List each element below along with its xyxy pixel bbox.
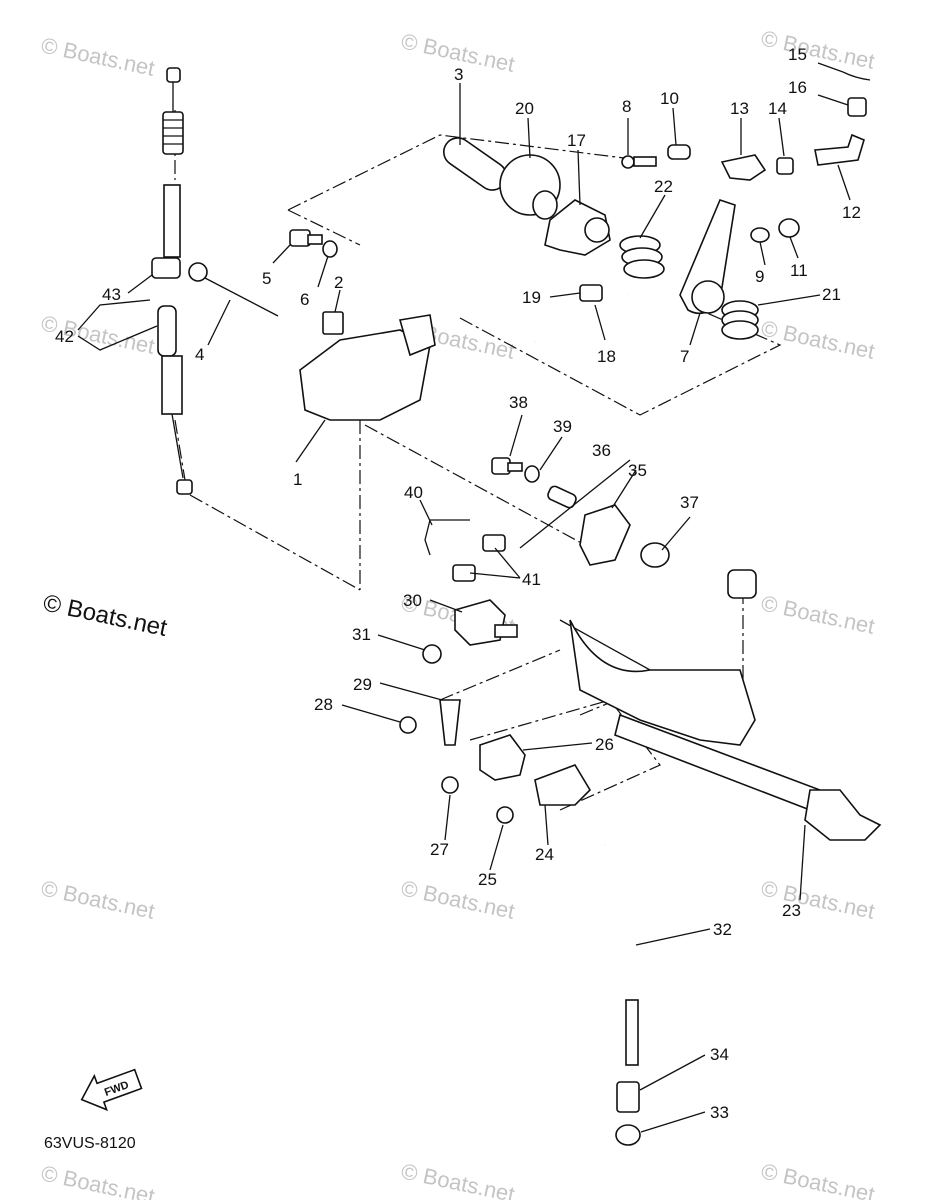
callout-29: 29 [353, 675, 372, 694]
callout-21: 21 [822, 285, 841, 304]
callout-27: 27 [430, 840, 449, 859]
callout-14: 14 [768, 99, 787, 118]
callout-10: 10 [660, 89, 679, 108]
callout-37: 37 [680, 493, 699, 512]
watermark-main: © Boats.net [41, 589, 170, 642]
callout-25: 25 [478, 870, 497, 889]
part-shapes [188, 71, 882, 1146]
callout-35: 35 [628, 461, 647, 480]
watermark-tile: © Boats.net [759, 25, 877, 73]
callout-16: 16 [788, 78, 807, 97]
callout-39: 39 [553, 417, 572, 436]
callout-32: 32 [713, 920, 732, 939]
callout-15: 15 [788, 45, 807, 64]
callout-13: 13 [730, 99, 749, 118]
callout-7: 7 [680, 347, 689, 366]
callout-19: 19 [522, 288, 541, 307]
watermark-tile: © Boats.net [39, 1160, 157, 1200]
callout-38: 38 [509, 393, 528, 412]
callout-18: 18 [597, 347, 616, 366]
callout-1: 1 [293, 470, 302, 489]
callout-24: 24 [535, 845, 554, 864]
callout-28: 28 [314, 695, 333, 714]
callout-20: 20 [515, 99, 534, 118]
callout-9: 9 [755, 267, 764, 286]
leader-lines [77, 62, 851, 1133]
callout-11: 11 [790, 261, 808, 280]
callout-26: 26 [595, 735, 614, 754]
callout-42: 42 [55, 327, 74, 346]
callout-4: 4 [195, 345, 204, 364]
watermark-tile: © Boats.net [39, 875, 157, 923]
callout-40: 40 [404, 483, 423, 502]
callout-22: 22 [654, 177, 673, 196]
callout-33: 33 [710, 1103, 729, 1122]
watermark-tile: © Boats.net [399, 875, 517, 923]
callout-31: 31 [352, 625, 371, 644]
watermark-tile: © Boats.net [759, 875, 877, 923]
callout-17: 17 [567, 131, 586, 150]
callout-3: 3 [454, 65, 463, 84]
watermark-tile: © Boats.net [759, 315, 877, 363]
fwd-arrow-icon: FWD [80, 1068, 143, 1112]
callout-34: 34 [710, 1045, 729, 1064]
callout-23: 23 [782, 901, 801, 920]
callout-36: 36 [592, 441, 611, 460]
callout-6: 6 [300, 290, 309, 309]
callout-12: 12 [842, 203, 861, 222]
watermark-tile: © Boats.net [759, 1158, 877, 1200]
callout-41: 41 [522, 570, 541, 589]
callout-30: 30 [403, 591, 422, 610]
figure-code: 63VUS-8120 [44, 1135, 136, 1152]
callout-8: 8 [622, 97, 631, 116]
watermark-tile: © Boats.net [39, 32, 157, 80]
throttle-cable-assembly [151, 67, 193, 495]
callout-2: 2 [334, 273, 343, 292]
watermark-tile: © Boats.net [399, 1158, 517, 1200]
callout-labels: 1 2 3 4 5 6 7 8 9 10 11 12 13 14 15 16 1… [55, 45, 861, 1122]
callout-43: 43 [102, 285, 121, 304]
callout-5: 5 [262, 269, 271, 288]
watermark-tile: © Boats.net [759, 590, 877, 638]
